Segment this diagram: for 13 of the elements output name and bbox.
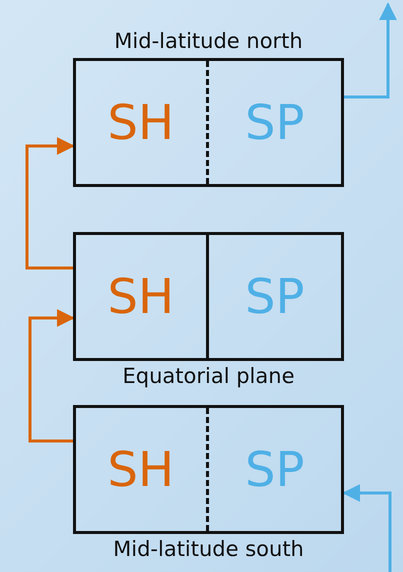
- region-label: SP: [245, 94, 304, 150]
- region-label: SH: [107, 268, 174, 324]
- region-label: SH: [107, 442, 174, 498]
- arrow: [342, 484, 392, 572]
- region-label: SP: [245, 268, 304, 324]
- region-label: SH: [107, 94, 174, 150]
- region-label: SP: [245, 442, 304, 498]
- panel-heading: Equatorial plane: [122, 363, 296, 389]
- panel-heading: Mid-latitude north: [113, 28, 304, 54]
- arrow: [26, 137, 75, 270]
- arrow: [28, 309, 75, 442]
- panel-heading: Mid-latitude south: [112, 536, 305, 562]
- arrow: [344, 2, 397, 98]
